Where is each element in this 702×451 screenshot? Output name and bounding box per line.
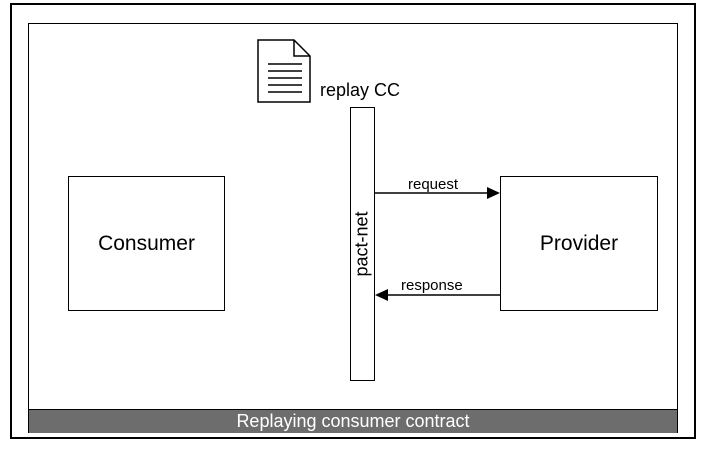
- response-label: response: [401, 277, 463, 294]
- provider-label: Provider: [539, 231, 619, 255]
- consumer-box: Consumer: [68, 176, 225, 311]
- provider-box: Provider: [500, 176, 658, 311]
- pact-net-lifeline: [350, 107, 375, 381]
- caption-bar: Replaying consumer contract: [29, 409, 677, 433]
- request-label: request: [408, 176, 459, 193]
- consumer-label: Consumer: [98, 231, 195, 255]
- pact-net-label: pact-net: [351, 211, 372, 277]
- document-icon: [257, 39, 311, 103]
- document-label: replay CC: [320, 80, 401, 100]
